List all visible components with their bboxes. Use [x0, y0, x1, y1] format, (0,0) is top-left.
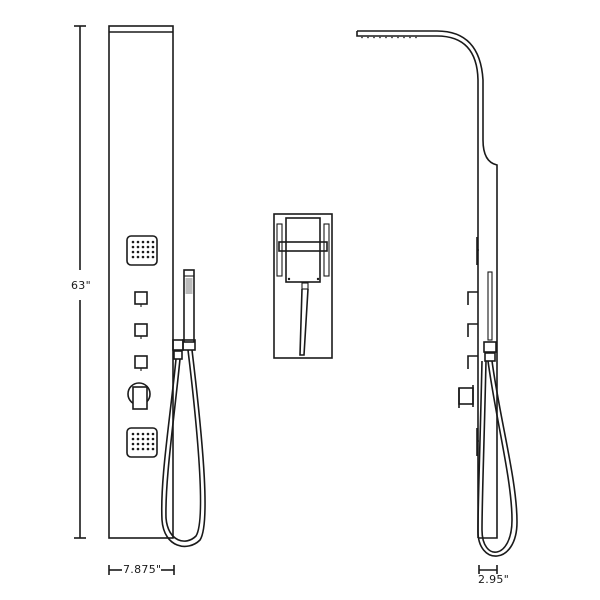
- shower-hose-side: [477, 360, 518, 557]
- connection-detail-view: [273, 213, 333, 359]
- diverter-knob-side-icon: [467, 323, 478, 337]
- shower-hose: [160, 349, 206, 548]
- mixing-valve-side-icon: [458, 385, 474, 408]
- width-dimension-label: 7.875": [123, 563, 162, 576]
- massage-jet-side-icon: [476, 428, 479, 456]
- diverter-knob-side-icon: [467, 355, 478, 369]
- diverter-knob-side-icon: [467, 291, 478, 305]
- massage-jet-icon: [126, 427, 158, 458]
- massage-jet-side-icon: [476, 237, 479, 265]
- hand-shower-side-icon: [483, 271, 497, 362]
- hand-shower-icon: [172, 269, 196, 360]
- front-view: [74, 25, 206, 575]
- diverter-knob-icon: [134, 291, 148, 307]
- depth-dimension-line: [478, 565, 498, 575]
- depth-dimension-label: 2.95": [478, 573, 510, 586]
- height-dimension-line: [74, 25, 86, 539]
- diverter-knob-icon: [134, 323, 148, 339]
- mixing-valve-icon: [127, 382, 151, 410]
- rain-head-nozzles: [361, 36, 417, 39]
- massage-jet-icon: [126, 235, 158, 266]
- height-dimension-label: 63": [71, 279, 91, 292]
- panel-body: [108, 25, 174, 539]
- width-dimension-line: [108, 565, 175, 575]
- side-view: [356, 30, 518, 575]
- diverter-knob-icon: [134, 355, 148, 371]
